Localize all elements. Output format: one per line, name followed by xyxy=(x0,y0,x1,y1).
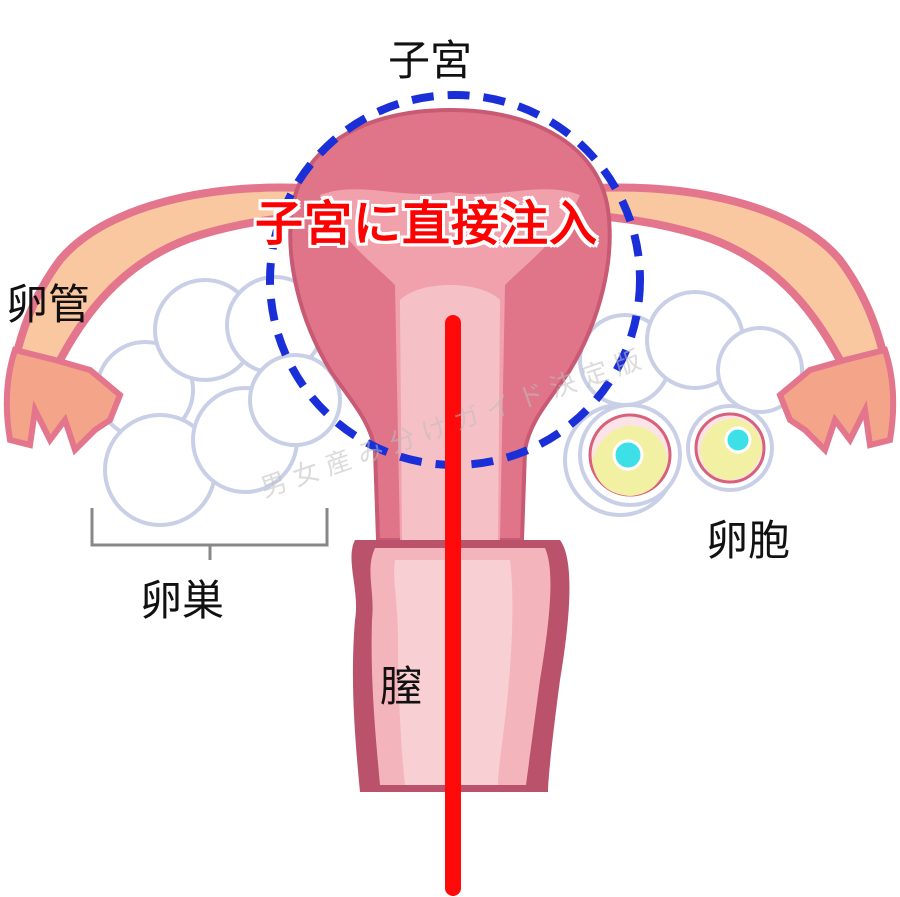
uterus-label: 子宮 xyxy=(388,36,473,85)
left-fallopian-tube xyxy=(3,183,334,456)
follicles xyxy=(578,403,774,507)
vagina-label: 膣 xyxy=(380,662,423,711)
follicle-label: 卵胞 xyxy=(706,516,791,565)
ovary-bracket xyxy=(90,508,329,560)
left-ovary xyxy=(95,275,342,527)
ovary-label: 卵巣 xyxy=(140,576,225,625)
right-fallopian-tube xyxy=(566,183,897,456)
fallopian-tube-label: 卵管 xyxy=(6,280,91,329)
injection-label: 子宮に直接注入 xyxy=(255,196,599,252)
